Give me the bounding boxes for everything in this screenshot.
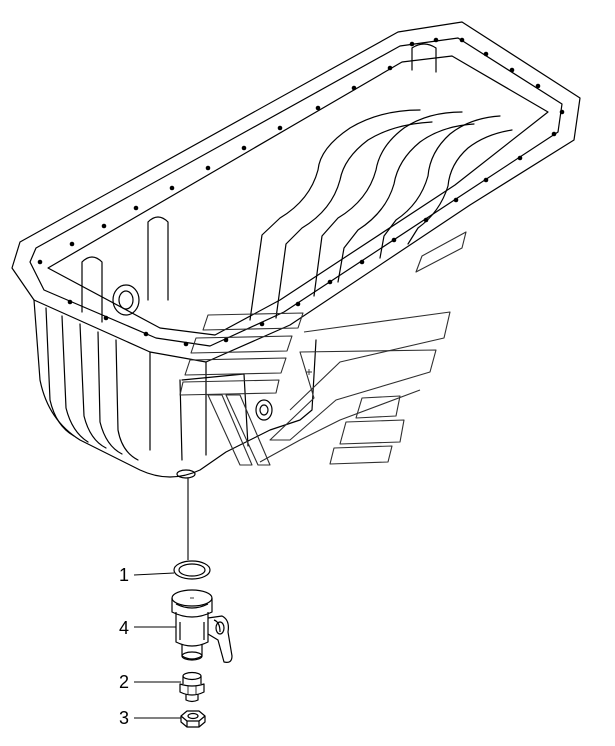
- sump-side-panel: [179, 373, 249, 461]
- side-boss-hole: [259, 404, 269, 416]
- inner-rib-2b: [337, 123, 475, 283]
- inner-rib-3b: [407, 129, 513, 245]
- leader-line-1: [133, 572, 175, 576]
- inner-boss-hole: [118, 290, 134, 310]
- sump-front-face: [149, 351, 207, 456]
- drain-outlet: [176, 469, 196, 479]
- callout-leaders: [133, 572, 181, 719]
- inner-post-mid: [147, 216, 169, 301]
- callout-number-2: 2: [119, 672, 129, 692]
- inner-post-right: [411, 43, 437, 73]
- watermark-logo: [179, 231, 467, 466]
- inner-rib-3: [379, 115, 501, 259]
- callout-number-4: 4: [119, 618, 129, 638]
- inner-rib-2: [313, 111, 463, 297]
- inner-rib-1: [249, 109, 421, 321]
- oil-pan-inner-well: [47, 55, 549, 336]
- inner-boss: [112, 284, 140, 316]
- drain-valve: [171, 589, 233, 663]
- side-boss: [255, 399, 273, 421]
- inner-rib-1b: [275, 121, 433, 319]
- sump-outer-wall: [33, 299, 317, 478]
- sealing-washer: [173, 560, 211, 580]
- callout-number-3: 3: [119, 708, 129, 728]
- adapter-fitting: [179, 671, 205, 703]
- oil-pan-flange-outer: [11, 21, 581, 363]
- hex-nut: [180, 710, 206, 728]
- oil-pan-drawing: [11, 21, 581, 479]
- callout-number-1: 1: [119, 565, 129, 585]
- inner-post-left: [81, 256, 103, 323]
- sump-fins: [45, 307, 139, 461]
- flange-bolt-holes: [37, 37, 565, 347]
- oil-pan-flange-inner: [29, 37, 563, 347]
